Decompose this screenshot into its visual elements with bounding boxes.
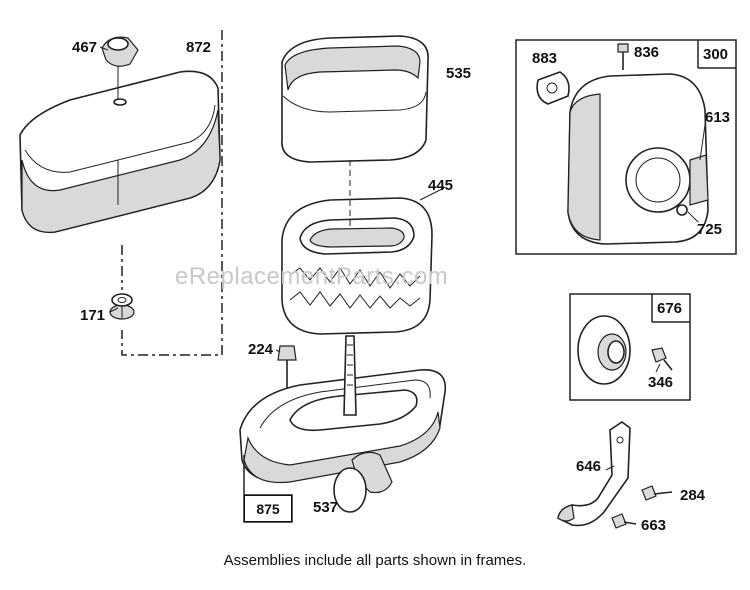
muffler-bracket: [557, 421, 631, 527]
air-filter: [281, 160, 433, 335]
label-872[interactable]: 872: [186, 39, 212, 56]
base-gasket: [333, 467, 367, 513]
exhaust-flange: [577, 315, 631, 385]
watermark: eReplacementParts.com: [175, 263, 449, 290]
cover-knob: [101, 36, 139, 100]
muffler: [567, 73, 709, 245]
label-467[interactable]: 467: [72, 39, 98, 56]
air-cleaner-base: [239, 335, 447, 494]
bracket-screw-284: [641, 485, 673, 501]
label-646[interactable]: 646: [576, 458, 602, 475]
label-725[interactable]: 725: [697, 221, 723, 238]
muffler-gasket: [536, 71, 570, 105]
label-613[interactable]: 613: [705, 109, 731, 126]
label-883[interactable]: 883: [532, 50, 558, 67]
frame-300: [515, 39, 737, 255]
diagram-caption: Assemblies include all parts shown in fr…: [223, 552, 527, 569]
label-836[interactable]: 836: [634, 44, 660, 61]
pre-cleaner: [281, 35, 429, 163]
label-676[interactable]: 676: [657, 300, 683, 317]
flange-screw-346: [651, 347, 673, 371]
frame-676: [569, 293, 691, 401]
base-screw: [277, 345, 297, 400]
label-171[interactable]: 171: [80, 307, 106, 324]
label-535[interactable]: 535: [446, 65, 472, 82]
label-537[interactable]: 537: [313, 499, 339, 516]
label-300[interactable]: 300: [703, 46, 729, 63]
label-346[interactable]: 346: [648, 374, 674, 391]
bracket-screw-663: [611, 513, 637, 529]
assembly-guide-line: [121, 30, 223, 356]
label-445[interactable]: 445: [428, 177, 454, 194]
label-224[interactable]: 224: [248, 341, 274, 358]
grommet: [109, 293, 135, 320]
label-875[interactable]: 875: [244, 495, 292, 522]
label-663[interactable]: 663: [641, 517, 667, 534]
label-284[interactable]: 284: [680, 487, 706, 504]
muffler-screw-836: [617, 43, 629, 70]
air-cleaner-cover: [19, 70, 221, 234]
